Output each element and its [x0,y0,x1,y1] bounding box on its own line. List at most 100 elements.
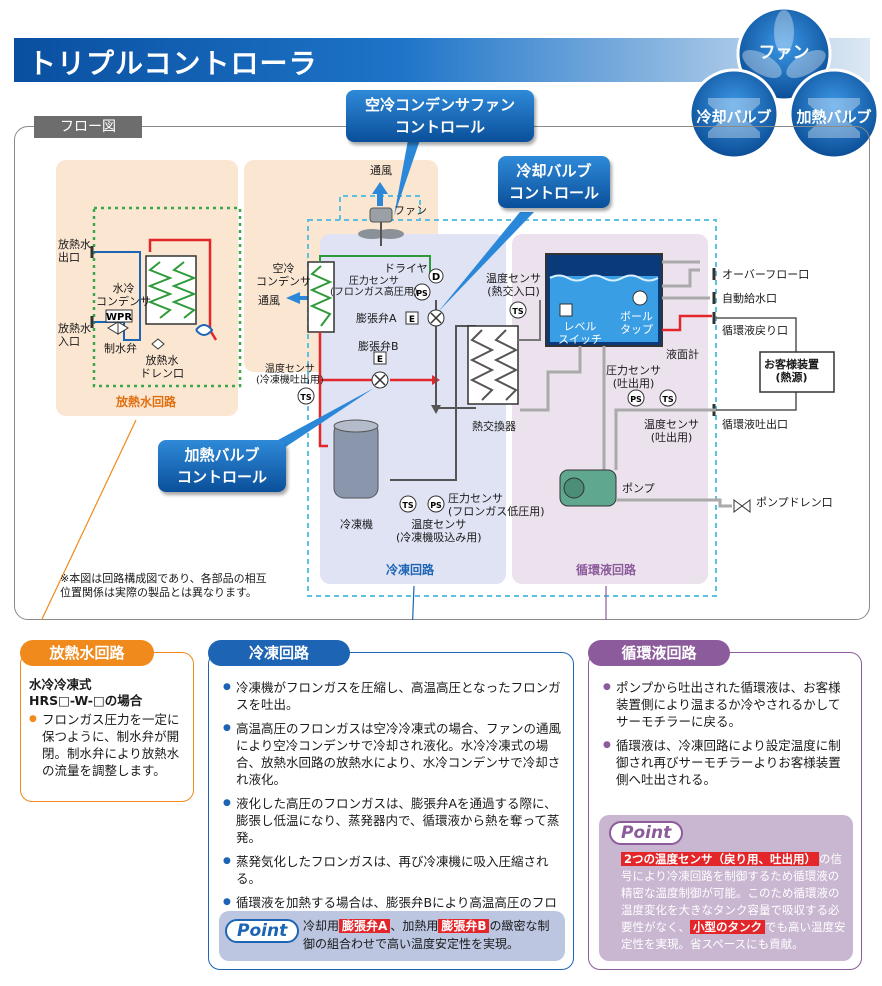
fan-badge-circle [736,6,832,102]
dryer-label: ドライヤ [384,262,428,275]
ball-tap-ball [632,290,648,306]
refrigeration-item: 液化した高圧のフロンガスは、膨張弁Aを通過する際に、膨張し低温になり、蒸発器内で… [223,795,561,846]
cool-valve-badge-circle [688,68,780,160]
discharge-water-in-label: 放熱水 入口 [58,322,91,348]
page-title: トリプルコントローラ [28,47,318,80]
level-switch-label: レベル スイッチ [558,320,602,346]
pump-symbol [559,469,617,507]
water-valve-label: 制水弁 [104,342,137,355]
e-b-label: E [377,355,383,365]
air-condenser [307,261,335,333]
temp-sensor-discharge-label: 温度センサ (冷凍機吐出用) [256,364,324,386]
valve-icon [708,98,760,138]
water-valve-symbol [107,321,129,335]
refrigeration-item: 高温高圧のフロンガスは空冷冷凍式の場合、ファンの通風により空冷コンデンサで冷却さ… [223,720,561,788]
dryer-symbol [428,268,444,284]
heat-exchanger-symbol [467,325,519,405]
heat-callout-pointer [278,388,374,452]
discharge-water-out-label: 放熱水 出口 [58,238,91,264]
title-bar: トリプルコントローラ [14,38,870,82]
fan-symbol [358,207,404,246]
dryer-d-label: D [432,272,440,283]
temp-sensor-hx-in-symbol [509,301,527,319]
flow-diagram: WPR D PS E E TS TS PS [40,140,835,620]
heat-callout-line2: コントロール [176,468,267,486]
pressure-sensor-outlet-symbol [627,389,645,407]
circulating-item: 循環液は、冷凍回路により設定温度に制御され再びサーモチラーよりお客様装置側へ吐出… [603,737,851,788]
discharge-subtitle-1: 水冷冷凍式 [29,677,92,692]
pressure-sensor-outlet-label: 圧力センサ (吐出用) [606,364,661,390]
circulating-panel: ポンプから吐出された循環液は、お客様装置側により温まるか冷やされるかしてサーモチ… [588,652,862,970]
pump-label: ポンプ [622,482,655,495]
return-port-label: 循環液戻り口 [722,324,788,337]
pressure-sensor-high-label: 圧力センサ (フロンガス高圧用) [330,276,418,298]
cool-callout-line1: 冷却バルブ [516,162,592,180]
flow-tab: フロー図 [34,116,142,138]
circulating-circuit-label: 循環液回路 [576,563,637,577]
expansion-valve-a-label: 膨張弁A [356,312,397,325]
airflow-in-arrow [286,292,314,304]
pressure-sensor-low-label: 圧力センサ (フロンガス低圧用) [448,492,545,518]
controller-badges: ファン 冷却バルブ 加熱バルブ [688,6,880,160]
customer-device-label: お客様装置 (熱源) [764,358,819,384]
temp-sensor-suction-label: 温度センサ (冷凍機吸込み用) [396,518,482,544]
cool-callout-line2: コントロール [508,184,599,202]
level-switch-box [559,303,573,317]
heat-control-callout: 加熱バルブ コントロール [158,440,286,492]
discharge-panel: 水冷冷凍式 HRS□-W-□の場合 フロンガス圧力を一定に保つように、制水弁が開… [20,652,194,802]
pump-drain-label: ポンプドレン口 [756,496,833,509]
airflow-top-label: 通風 [370,164,392,177]
overflow-label: オーバーフロー口 [722,268,810,281]
circulating-panel-header: 循環液回路 [588,640,730,666]
fan-callout-line1: 空冷コンデンサファン [364,96,515,114]
auto-supply-label: 自動給水口 [722,292,777,305]
unit-dashed-outline [307,219,717,597]
discharge-port-label: 循環液吐出口 [722,418,788,431]
ts-hx-label: TS [512,307,523,316]
heat-valve-badge-label: 加熱バルブ [795,108,871,126]
fan-icon [742,10,826,78]
pump-drain-valve-symbol [733,499,751,513]
heat-callout-line1: 加熱バルブ [184,446,260,464]
wpr-box [105,309,133,323]
compressor-symbol [333,419,379,499]
airflow-in-label: 通風 [258,294,280,307]
circulating-point-pill: Point [609,821,684,845]
ps-outlet-label: PS [630,395,642,404]
e-a-label: E [409,315,415,325]
temp-sensor-outlet-label: 温度センサ (吐出用) [644,418,699,444]
discharge-circuit-label: 放熱水回路 [116,395,177,409]
heat-exchanger-label: 熱交換器 [472,420,516,433]
circulating-point-box: Point 2つの温度センサ（戻り用、吐出用）の信号により冷凍回路を制御するため… [599,815,853,961]
pressure-sensor-low-symbol [427,495,445,513]
pressure-sensor-high-symbol [413,283,431,301]
fan-label: ファン [394,204,427,217]
discharge-item: フロンガス圧力を一定に保つように、制水弁が開閉。制水弁により放熱水の流量を調整し… [29,711,185,779]
valve-icon [808,98,860,138]
expansion-valve-b-label: 膨張弁B [358,340,399,353]
expansion-valve-a-tag: 膨張弁A [339,919,391,933]
level-gauge-label: 液面計 [666,348,699,361]
discharge-connector [40,419,137,620]
ts-suction-label: TS [402,501,413,510]
fan-badge-label: ファン [759,43,810,63]
water-condenser [145,255,197,325]
fan-callout-pointer [394,140,420,216]
drain-valve-symbol [151,338,165,350]
refrigeration-panel-header: 冷凍回路 [208,640,350,666]
refrigeration-item: 蒸発気化したフロンガスは、再び冷凍機に吸入圧縮される。 [223,853,561,887]
air-condenser-label: 空冷 コンデンサ [256,262,311,288]
temp-sensor-suction-symbol [399,495,417,513]
airflow-up-arrow [372,182,388,206]
refrigeration-circuit-label: 冷凍回路 [386,563,435,577]
temp-sensor-discharge-symbol [297,387,315,405]
discharge-panel-header: 放熱水回路 [20,640,154,666]
ps-low-label: PS [430,501,442,510]
two-sensors-tag: 2つの温度センサ（戻り用、吐出用） [621,852,819,866]
ts-outlet-label: TS [662,395,673,404]
cool-control-callout: 冷却バルブ コントロール [498,156,610,208]
diagram-note: ※本図は回路構成図であり、各部品の相互 位置関係は実際の製品とは異なります。 [60,572,267,599]
expansion-valve-b-tag: 膨張弁B [438,919,490,933]
small-tank-tag: 小型のタンク [690,920,765,934]
